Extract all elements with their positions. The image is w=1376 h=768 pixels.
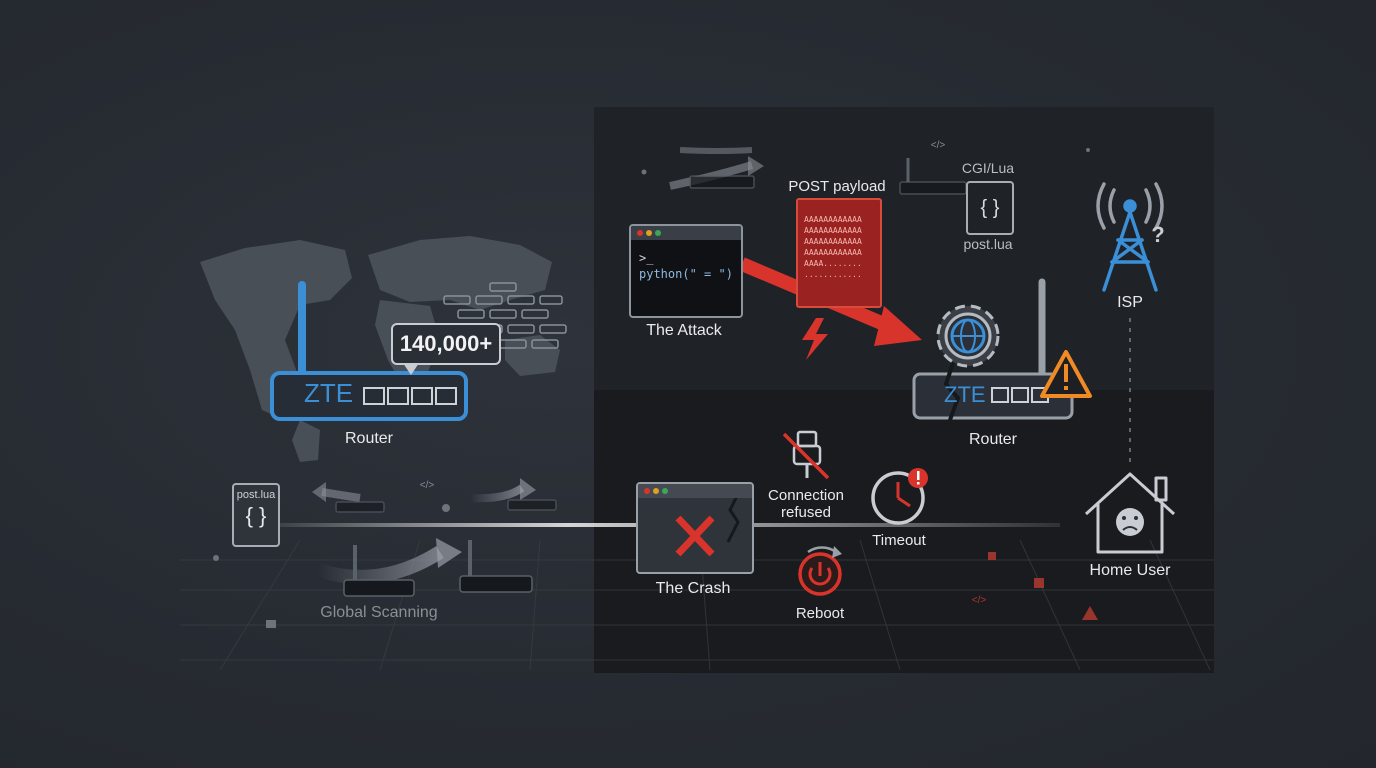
gear-globe-icon	[936, 304, 1000, 368]
target-zte-logo: ZTE	[944, 382, 986, 407]
global-scanning-label: Global Scanning	[320, 604, 438, 621]
crash-window-titlebar	[638, 484, 752, 498]
terminal-command: python(" = ")	[639, 267, 733, 281]
target-lua-file-name: post.lua	[963, 236, 1013, 252]
home-icon	[1084, 472, 1176, 554]
terminal-code: >_ python(" = ")	[631, 240, 741, 282]
crash-window-icon	[636, 482, 754, 574]
reboot-label: Reboot	[795, 605, 845, 622]
left-lua-file-symbol: { }	[245, 503, 267, 528]
zte-logo: ZTE	[304, 378, 354, 408]
isp-tower-icon	[1096, 182, 1164, 292]
top-code-glyph: </>	[930, 140, 946, 151]
payload-label: POST payload	[788, 178, 886, 195]
crash-x-icon	[675, 498, 740, 557]
power-icon	[798, 546, 842, 596]
timeout-label: Timeout	[872, 532, 926, 549]
payload-document-icon: AAAAAAAAAAAA AAAAAAAAAAAA AAAAAAAAAAAA A…	[796, 198, 882, 308]
lightning-icon	[802, 318, 828, 360]
cgi-lua-label: CGI/Lua	[961, 160, 1015, 176]
target-router-label: Router	[968, 431, 1018, 448]
payload-text: AAAAAAAAAAAA AAAAAAAAAAAA AAAAAAAAAAAA A…	[804, 215, 862, 279]
warning-icon	[1040, 350, 1092, 398]
crash-label: The Crash	[655, 580, 731, 597]
left-lua-file-icon: post.lua { }	[232, 483, 280, 547]
connection-label-line1: Connection	[768, 487, 844, 504]
left-router-label: Router	[344, 430, 394, 447]
world-map	[200, 236, 560, 462]
isp-label: ISP	[1117, 294, 1143, 311]
attack-label: The Attack	[646, 322, 722, 339]
terminal-titlebar	[631, 226, 741, 240]
isp-question-mark: ?	[1151, 222, 1165, 247]
bottom-code-glyph: </>	[971, 595, 987, 606]
small-routers	[335, 158, 967, 597]
connection-label-line2: refused	[780, 504, 832, 521]
left-code-glyph: </>	[419, 480, 435, 491]
left-lua-file-name: post.lua	[236, 489, 276, 501]
clock-icon	[871, 468, 928, 525]
plug-refused-icon	[782, 430, 830, 480]
home-user-label: Home User	[1089, 562, 1171, 579]
terminal-prompt: >_	[639, 251, 654, 265]
left-router-graphic	[270, 281, 468, 421]
debris	[213, 148, 1098, 628]
device-count-badge: 140,000+	[391, 323, 501, 375]
target-lua-file-icon: { }	[966, 181, 1014, 235]
attack-terminal: >_ python(" = ")	[629, 224, 743, 318]
